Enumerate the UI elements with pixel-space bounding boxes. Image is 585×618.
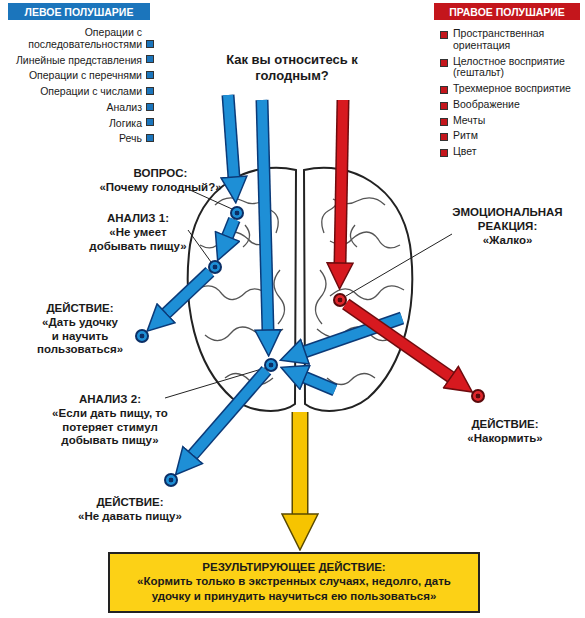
leader-lines [165,190,452,398]
legend-swatch [440,149,448,157]
brain-gyri [196,185,404,385]
arrow-outline [165,272,210,314]
arrow-outline [192,370,266,456]
node-heading: ПРАВОЕ ПОЛУШАРИЕ [449,6,565,18]
step-dot: АНАЛИЗ 2:«Если дать пищу, то потеряет ст… [264,358,278,372]
node-heading: ДЕЙСТВИЕ: [65,496,195,510]
legend-text: Речь [119,133,142,145]
legend-swatch [146,55,154,63]
legend-text: Цвет [453,146,477,158]
result-box: РЕЗУЛЬТИРУЮЩЕЕ ДЕЙСТВИЕ:«Кормить только … [108,552,480,613]
hemisphere-header: ПРАВОЕ ПОЛУШАРИЕ [434,3,580,20]
hemisphere-header: ЛЕВОЕ ПОЛУШАРИЕ [8,3,150,20]
legend-item: Операции с перечнями [4,70,154,82]
legend-item: Речь [4,133,154,145]
legend-swatch [146,134,154,142]
callout-label: ЭМОЦИОНАЛЬНАЯ РЕАКЦИЯ:«Жалко» [440,206,575,247]
step-dot: АНАЛИЗ 1:«Не умеет добывать пищу» [208,260,222,274]
legend-swatch [146,118,154,126]
legend-swatch [440,118,448,126]
step-dot: ВОПРОС:«Почему голодный?» [230,206,244,220]
legend-swatch [440,133,448,141]
legend-text: Пространственная ориентация [453,28,583,52]
arrow-outline [346,304,452,378]
node-heading: АНАЛИЗ 1: [88,212,188,226]
legend-swatch [440,59,448,67]
legend-swatch [440,102,448,110]
legend-swatch [146,87,154,95]
callout-label: ДЕЙСТВИЕ:«Не давать пищу» [65,496,195,524]
callout-label: АНАЛИЗ 1:«Не умеет добывать пищу» [88,212,188,253]
node-text: «Если дать пищу, то потеряет стимул добы… [51,407,169,448]
step-dot: ДЕЙСТВИЕ:«Дать удочку и научить пользова… [135,329,149,343]
node-text: «Накормить» [445,432,565,446]
node-text: «Кормить только в экстренных случаях, не… [120,574,468,603]
legend-text: Трехмерное восприятие [453,83,571,95]
callout-label: ДЕЙСТВИЕ:«Накормить» [445,418,565,446]
node-heading: ДЕЙСТВИЕ: [445,418,565,432]
node-text: «Не умеет добывать пищу» [88,226,188,254]
step-dot: ЭМОЦИОНАЛЬНАЯ РЕАКЦИЯ:«Жалко» [333,293,347,307]
step-dot: ДЕЙСТВИЕ:«Накормить» [471,389,485,403]
legend-text: Логика [109,118,142,130]
legend-swatch [146,103,154,111]
legend-item: Трехмерное восприятие [440,83,583,95]
node-text: «Жалко» [440,234,575,248]
node-heading: АНАЛИЗ 2: [51,393,169,407]
node-text: «Почему голодный?» [98,181,223,195]
node-heading: РЕЗУЛЬТИРУЮЩЕЕ ДЕЙСТВИЕ: [120,560,468,574]
legend-item: Логика [4,118,154,130]
legend-text: Целостное восприятие (гештальт) [453,56,583,80]
legend-text: Ритм [453,130,478,142]
legend-item: Целостное восприятие (гештальт) [440,56,583,80]
left-legend: Операции с последовательностямиЛинейные … [4,27,154,149]
legend-item: Ритм [440,130,583,142]
legend-item: Мечты [440,115,583,127]
flow-arrow [346,304,452,378]
callout-label: АНАЛИЗ 2:«Если дать пищу, то потеряет ст… [51,393,169,448]
legend-item: Операции с числами [4,86,154,98]
node-text: «Не давать пищу» [65,510,195,524]
legend-text: Операции с числами [40,86,142,98]
brain-outline [188,168,413,411]
node-heading: ДЕЙСТВИЕ: [37,302,123,316]
legend-item: Линейные представления [4,55,154,67]
legend-text: Операции с последовательностями [6,27,142,51]
legend-swatch [440,86,448,94]
legend-text: Линейные представления [16,55,142,67]
node-heading: ЛЕВОЕ ПОЛУШАРИЕ [25,6,134,18]
legend-text: Операции с перечнями [29,70,142,82]
flow-arrow [227,219,234,237]
arrow-outline [227,219,234,237]
legend-text: Воображение [453,99,520,111]
legend-item: Анализ [4,102,154,114]
legend-item: Пространственная ориентация [440,28,583,52]
legend-text: Анализ [107,102,142,114]
step-dot: ДЕЙСТВИЕ:«Не давать пищу» [164,473,178,487]
legend-item: Воображение [440,99,583,111]
legend-item: Цвет [440,146,583,158]
node-text: «Дать удочку и научить пользоваться» [37,316,123,357]
legend-swatch [440,31,448,39]
legend-item: Операции с последовательностями [4,27,154,51]
legend-swatch [146,71,154,79]
callout-label: ВОПРОС:«Почему голодный?» [98,167,223,195]
flow-arrow [165,272,210,314]
legend-swatch [146,40,154,48]
node-heading: ЭМОЦИОНАЛЬНАЯ РЕАКЦИЯ: [440,206,575,234]
callout-label: ДЕЙСТВИЕ:«Дать удочку и научить пользова… [37,302,123,357]
node-heading: ВОПРОС: [98,167,223,181]
input-arrows [228,95,402,515]
right-legend: Пространственная ориентацияЦелостное вос… [440,28,583,162]
question-title: Как вы относитесь к голодным? [212,52,372,85]
legend-text: Мечты [453,115,485,127]
flow-arrow [192,370,266,456]
